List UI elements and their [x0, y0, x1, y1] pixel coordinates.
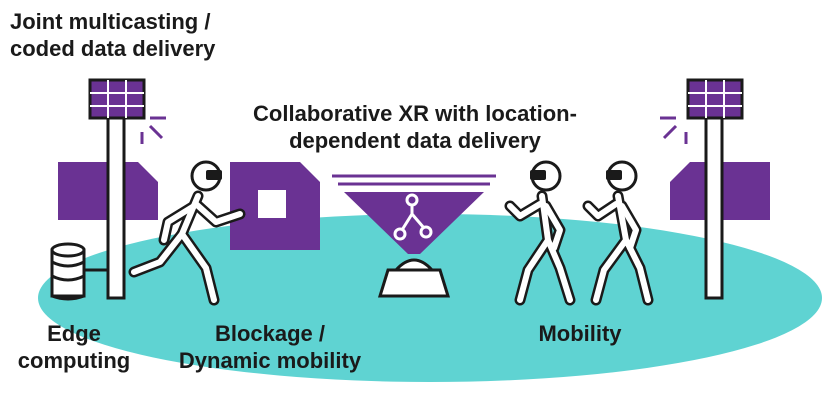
label-edge-computing-line1: Edge: [47, 321, 101, 346]
label-mobility: Mobility: [520, 320, 640, 347]
edge-server-icon: [50, 242, 108, 301]
label-blockage: Blockage / Dynamic mobility: [170, 320, 370, 374]
label-blockage-line2: Dynamic mobility: [178, 348, 362, 373]
label-collaborative-xr-line2: dependent data delivery: [289, 128, 541, 153]
projector-icon: [332, 174, 496, 298]
left-antenna-tower-icon: [88, 78, 166, 300]
label-joint-multicasting-line1: Joint multicasting /: [10, 9, 211, 34]
label-blockage-line1: Blockage /: [214, 321, 326, 346]
right-antenna-tower-icon: [660, 78, 744, 300]
label-joint-multicasting: Joint multicasting / coded data delivery: [10, 8, 215, 62]
label-collaborative-xr-line1: Collaborative XR with location-: [253, 101, 577, 126]
label-edge-computing: Edge computing: [4, 320, 144, 374]
walking-person-vr-icon-b: [582, 160, 654, 306]
walking-person-vr-icon-a: [504, 160, 576, 306]
label-collaborative-xr: Collaborative XR with location- dependen…: [246, 100, 584, 154]
coverage-floor: [38, 214, 822, 382]
running-person-vr-icon: [128, 160, 246, 306]
blockage-building: [230, 162, 320, 250]
label-edge-computing-line2: computing: [17, 348, 131, 373]
label-mobility-line1: Mobility: [538, 321, 622, 346]
network-nodes-icon: [393, 193, 433, 241]
label-joint-multicasting-line2: coded data delivery: [10, 36, 216, 61]
